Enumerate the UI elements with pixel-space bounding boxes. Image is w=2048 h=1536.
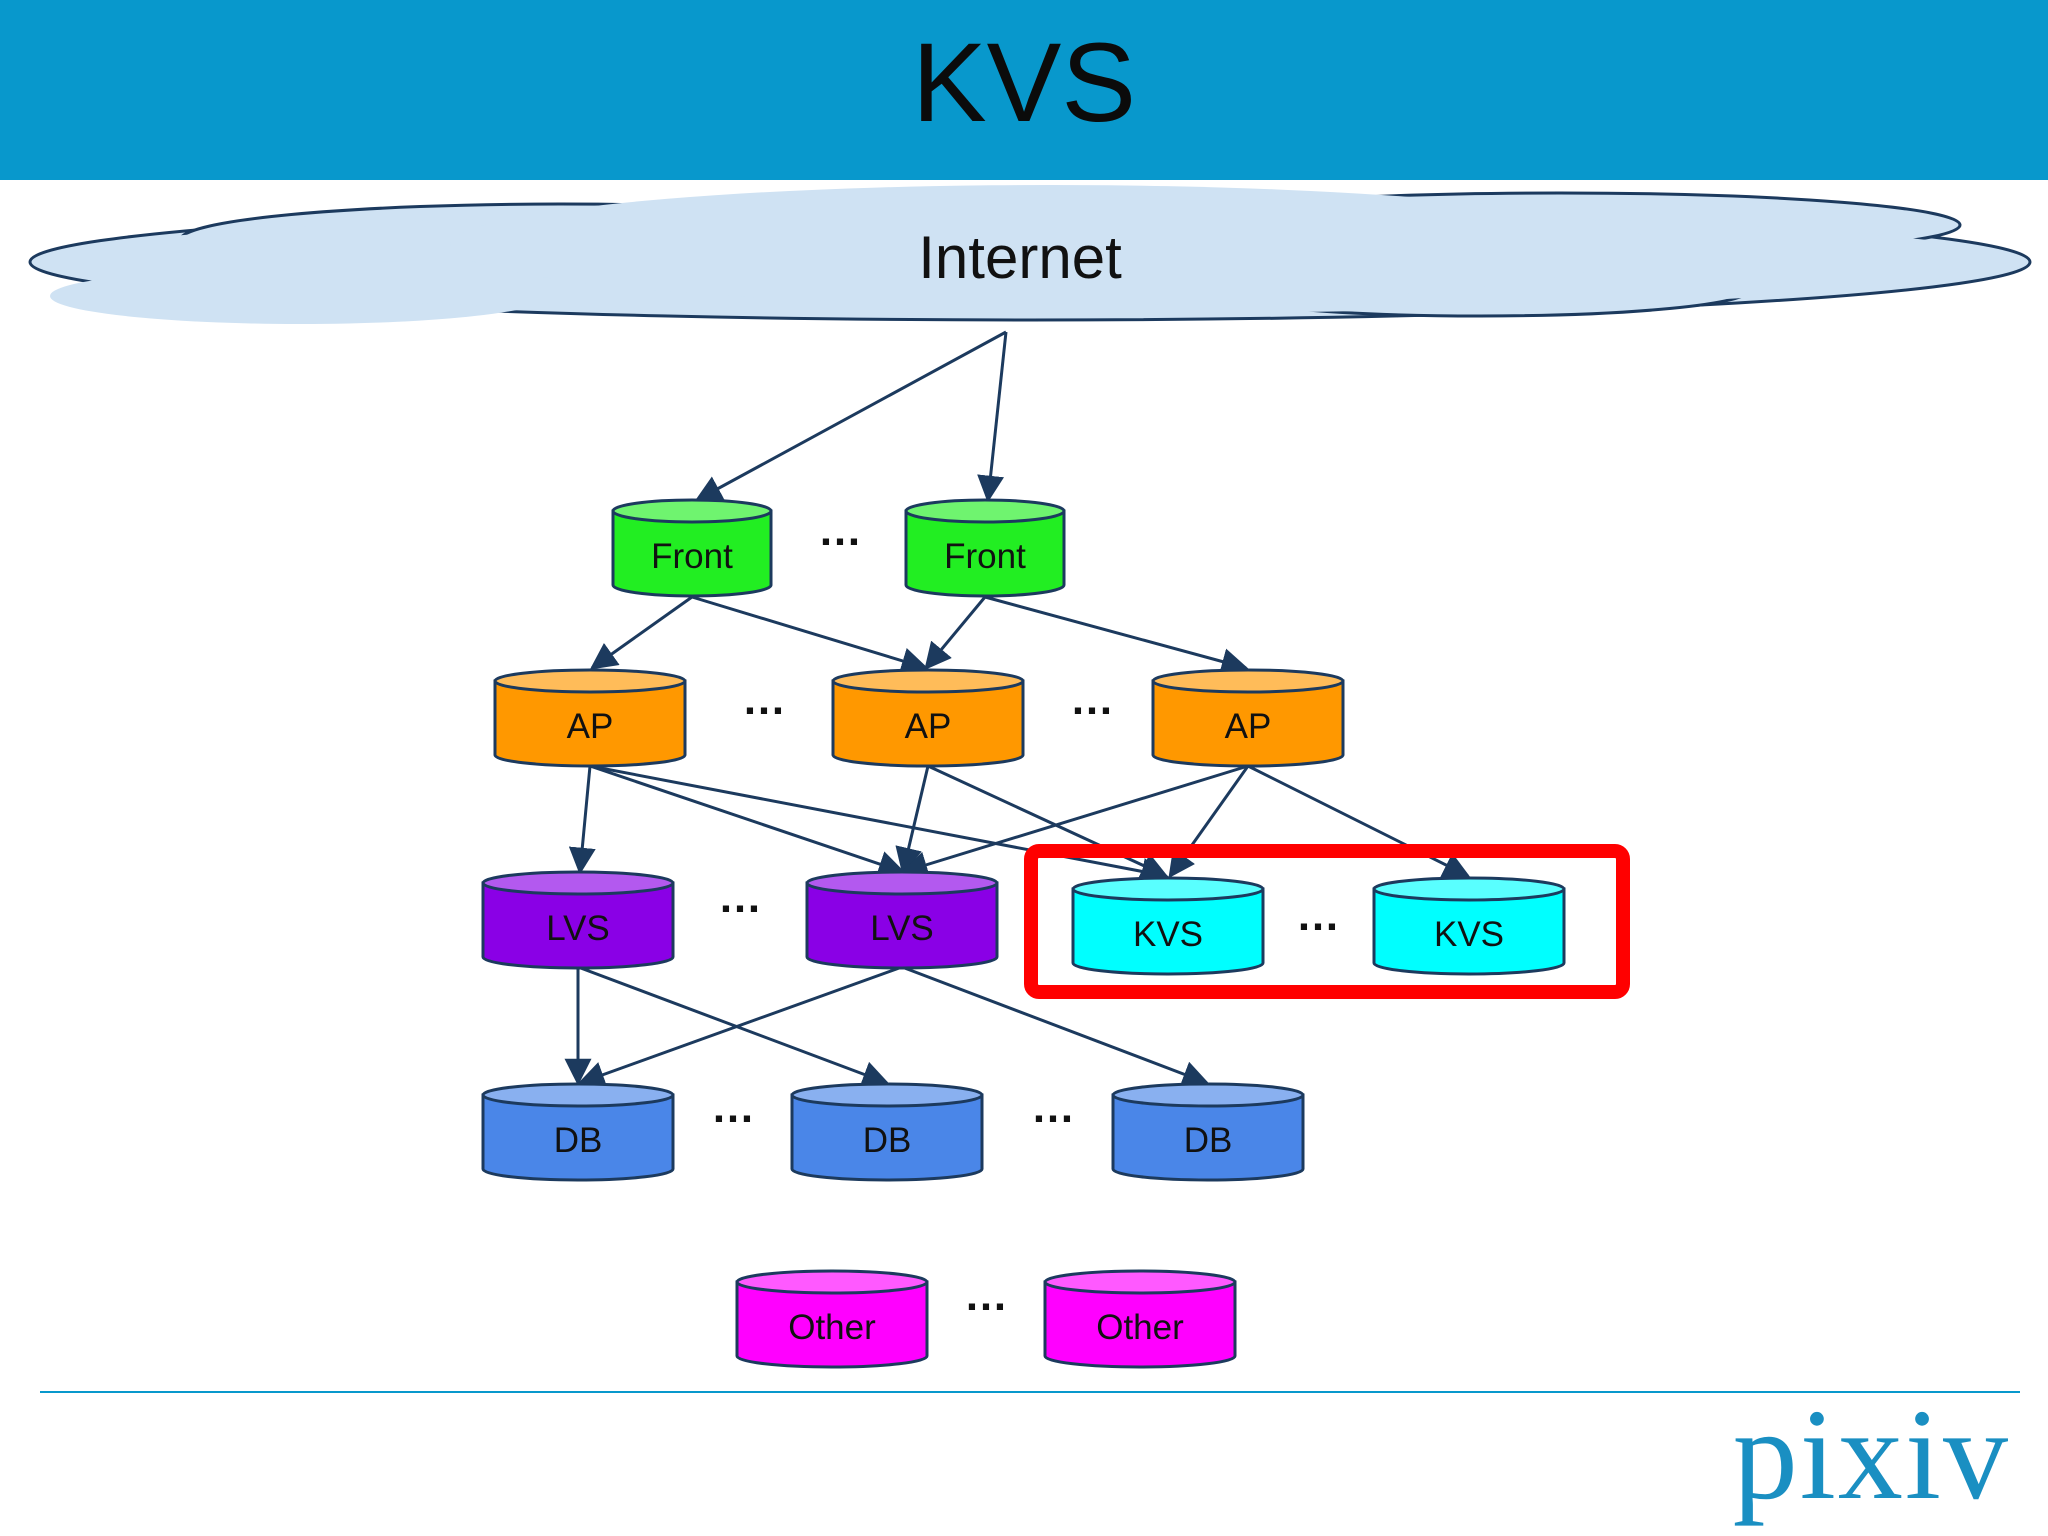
db-node-3: DB <box>1111 1082 1305 1182</box>
arrow-ap1-kvs1 <box>589 764 1169 885</box>
arrow-front2-ap3 <box>984 595 1249 675</box>
ap-node-3: AP <box>1151 668 1345 768</box>
db-node-3-label: DB <box>1184 1121 1233 1160</box>
lvs-node-2: LVS <box>805 870 999 970</box>
arrow-ap3-kvs2 <box>1247 764 1471 878</box>
header-bar <box>0 0 2048 180</box>
lvs-node-1: LVS <box>481 870 675 970</box>
front-node-2-label: Front <box>944 537 1026 576</box>
arrow-lvs1-db2 <box>577 965 890 1088</box>
lvs-node-1-label: LVS <box>546 909 610 948</box>
arrow-lvs2-db1 <box>577 965 903 1088</box>
ellipsis-kvs: … <box>1296 891 1340 940</box>
kvs-node-2-label: KVS <box>1434 915 1504 954</box>
front-node-2: Front <box>904 498 1066 598</box>
arrow-lvs2-db3 <box>901 965 1210 1087</box>
arrow-ap2-lvs2 <box>895 765 930 875</box>
internet-label: Internet <box>918 224 1122 291</box>
kvs-highlight-box <box>1024 844 1630 999</box>
kvs-node-1: KVS <box>1071 876 1265 976</box>
ap-node-2-label: AP <box>905 707 952 746</box>
arrow-ap1-lvs2 <box>589 764 906 877</box>
lvs-node-2-label: LVS <box>870 909 934 948</box>
arrow-ap2-kvs1 <box>927 764 1169 879</box>
arrow-ap3-lvs2 <box>900 764 1249 878</box>
ellipsis-ap-2: … <box>1070 675 1114 724</box>
db-node-2: DB <box>790 1082 984 1182</box>
ap-node-3-label: AP <box>1225 707 1272 746</box>
arrow-internet-front2 <box>977 331 1008 503</box>
front-node-1-label: Front <box>651 537 733 576</box>
ellipsis-other: … <box>964 1271 1008 1320</box>
ellipsis-front: … <box>818 506 862 555</box>
other-node-1-label: Other <box>788 1308 876 1347</box>
ellipsis-group: … … … … … … … … <box>711 506 1340 1320</box>
other-node-2: Other <box>1043 1269 1237 1369</box>
db-node-1-label: DB <box>554 1121 603 1160</box>
other-node-2-label: Other <box>1096 1308 1184 1347</box>
ap-node-1: AP <box>493 668 687 768</box>
kvs-node-2: KVS <box>1372 876 1566 976</box>
arrow-ap3-kvs1 <box>1168 765 1250 879</box>
pixiv-logo: pixiv <box>1732 1383 2010 1527</box>
arrow-front2-ap2 <box>924 596 987 671</box>
arrow-ap1-lvs1 <box>568 765 596 875</box>
ellipsis-db-2: … <box>1031 1083 1075 1132</box>
ellipsis-lvs: … <box>718 873 762 922</box>
db-node-1: DB <box>481 1082 675 1182</box>
arrow-front1-ap1 <box>589 595 693 670</box>
internet-cloud: Internet <box>28 185 2032 324</box>
ellipsis-ap-1: … <box>742 675 786 724</box>
ellipsis-db-1: … <box>711 1083 755 1132</box>
kvs-node-1-label: KVS <box>1133 915 1203 954</box>
db-node-2-label: DB <box>863 1121 912 1160</box>
arrow-front1-ap2 <box>691 595 929 674</box>
slide-title: KVS <box>911 20 1137 145</box>
other-node-1: Other <box>735 1269 929 1369</box>
front-node-1: Front <box>611 498 773 598</box>
ap-node-2: AP <box>831 668 1025 768</box>
arrow-internet-front1 <box>694 330 1007 502</box>
ap-node-1-label: AP <box>567 707 614 746</box>
